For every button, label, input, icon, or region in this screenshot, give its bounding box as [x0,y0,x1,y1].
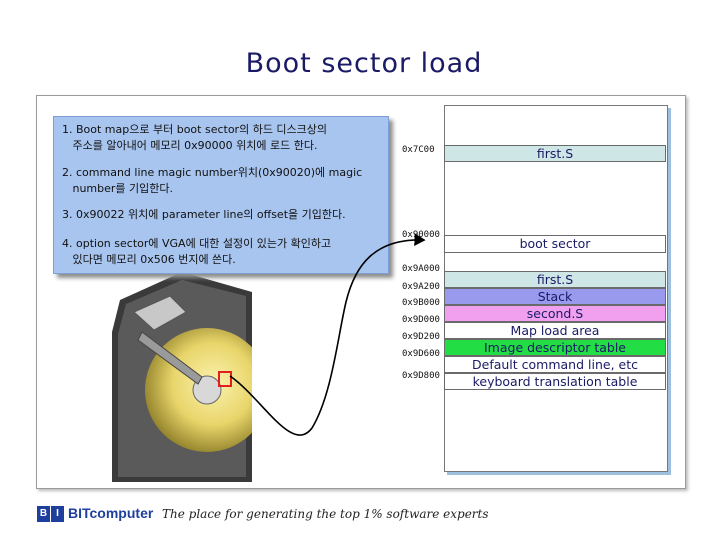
note-step-1: 1. Boot map으로 부터 boot sector의 하드 디스크상의 주… [62,122,327,154]
address-label: 0x9B000 [402,298,440,308]
note-step-4: 4. option sector에 VGA에 대한 설정이 있는가 확인하고 있… [62,236,331,268]
note-step-3: 3. 0x90022 위치에 parameter line의 offset을 기… [62,207,346,223]
disk-sector-marker [218,371,232,387]
address-label: 0x9D000 [402,315,440,325]
note-step-2: 2. command line magic number위치(0x90020)에… [62,165,362,197]
segment-first-s: first.S [444,271,666,288]
slide-title: Boot sector load [0,48,720,79]
segment-map-load-area: Map load area [444,322,666,339]
address-label: 0x9D600 [402,349,440,359]
address-label: 0x9A000 [402,264,440,274]
segment-image-descriptor-table: Image descriptor table [444,339,666,356]
address-label: 0x9A200 [402,282,440,292]
logo-letter-i: I [51,506,64,522]
segment-second-s: second.S [444,305,666,322]
address-label: 0x7C00 [402,145,435,155]
segment-first-s-top: first.S [444,145,666,162]
segment-boot-sector: boot sector [444,235,666,253]
address-label: 0x9D800 [402,371,440,381]
footer-slogan: The place for generating the top 1% soft… [162,507,489,521]
segment-default-command-line: Default command line, etc [444,356,666,373]
logo-letter-b: B [37,506,50,522]
address-label: 0x90000 [402,230,440,240]
logo-text: BITcomputer [68,505,153,521]
address-label: 0x9D200 [402,332,440,342]
notes-box: 1. Boot map으로 부터 boot sector의 하드 디스크상의 주… [53,116,389,274]
segment-stack: Stack [444,288,666,305]
segment-keyboard-translation-table: keyboard translation table [444,373,666,390]
